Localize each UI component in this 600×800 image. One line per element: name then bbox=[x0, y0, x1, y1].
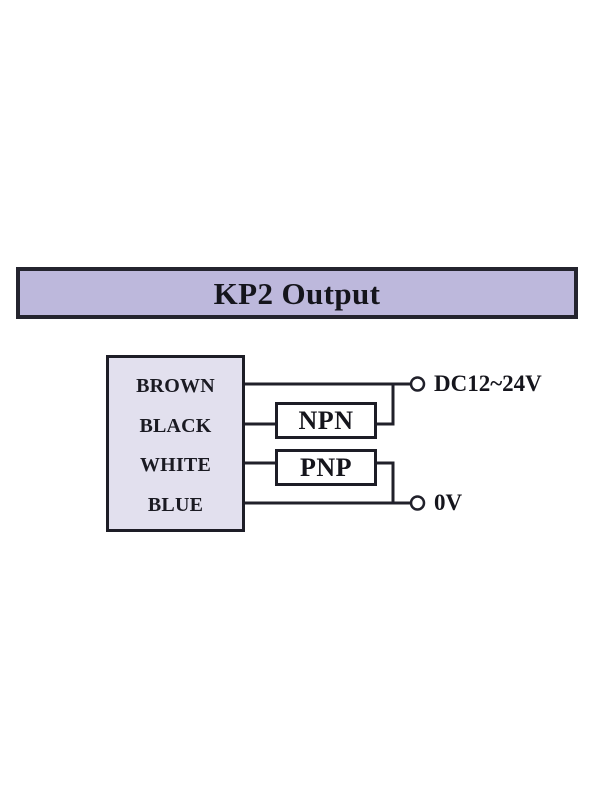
wire-label-white: WHITE bbox=[139, 454, 212, 476]
output-stage-npn: NPN bbox=[275, 402, 377, 439]
wire-npn-to-vcc-rail bbox=[377, 384, 395, 426]
terminal-gnd-circle bbox=[409, 495, 426, 511]
output-stage-pnp-label: PNP bbox=[299, 452, 353, 482]
connector-block bbox=[106, 355, 245, 532]
diagram-title-bar: KP2 Output bbox=[16, 267, 578, 319]
wire-label-blue: BLUE bbox=[147, 494, 204, 516]
output-stage-npn-label: NPN bbox=[298, 405, 354, 435]
supply-label-vcc: DC12~24V bbox=[434, 371, 542, 396]
wire-label-group: BROWN BLACK WHITE BLUE bbox=[106, 355, 245, 532]
wire-label-brown: BROWN bbox=[136, 375, 215, 397]
wire-pnp-to-gnd-rail bbox=[377, 461, 395, 503]
wire-label-black: BLACK bbox=[139, 415, 212, 437]
page-title: KP2 Output bbox=[213, 275, 381, 311]
supply-label-gnd: 0V bbox=[434, 490, 463, 515]
output-stage-pnp: PNP bbox=[275, 449, 377, 486]
terminal-vcc-circle bbox=[409, 376, 426, 392]
